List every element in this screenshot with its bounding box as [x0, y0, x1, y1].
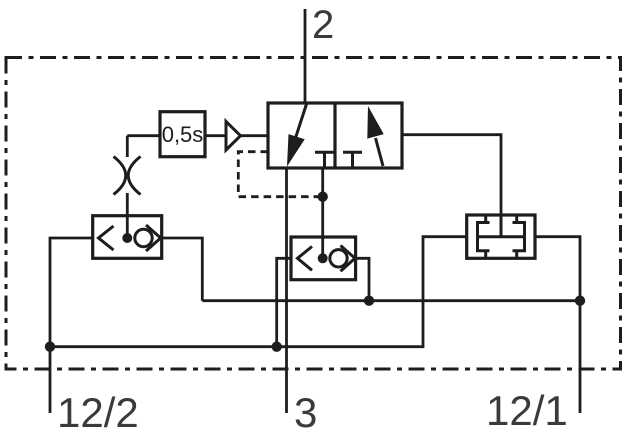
timer-outline — [158, 110, 207, 159]
port-label-3: 3 — [294, 389, 317, 436]
air-gap-nozzle-icon — [112, 155, 142, 196]
shuttle-valve-left — [91, 214, 164, 260]
air-gap-right-arc — [126, 155, 142, 196]
shuttle-left-ball — [133, 227, 154, 249]
port-label-2: 2 — [312, 3, 334, 47]
and-valve-internals — [476, 215, 526, 259]
line-mid-shuttle-left-down — [275, 256, 291, 347]
valve-3-2-double-cell — [266, 101, 404, 170]
shuttle-middle-seat-left — [295, 245, 313, 272]
valve-right-arrow-shaft — [374, 137, 385, 167]
valve-right-blocked-port-icon — [343, 150, 362, 168]
line-shuttle-right-down — [161, 236, 204, 301]
timer-value: 0,5s — [162, 122, 204, 147]
connection-lines — [48, 9, 582, 413]
valve-left-arrow-shaft — [293, 103, 308, 142]
shuttle-left-seat-left — [96, 224, 115, 252]
shuttle-left-junction-dot — [122, 233, 133, 243]
bus-line-lower — [50, 235, 467, 349]
line-mid-shuttle-right-down — [355, 256, 371, 301]
line-valve-to-and-valve — [402, 133, 503, 237]
junction-dots — [44, 191, 586, 352]
junction-dot — [317, 191, 328, 202]
shuttle-left-seat-right — [145, 223, 163, 253]
port-label-12-2: 12/2 — [57, 389, 139, 436]
shuttle-valve-middle — [289, 235, 358, 282]
shuttle-middle-junction-dot — [317, 253, 328, 264]
junction-dot — [271, 341, 282, 352]
shuttle-middle-ball — [328, 248, 349, 269]
amplifier-triangle-icon — [224, 117, 243, 154]
valve-left-arrowhead-icon — [287, 134, 305, 167]
timer-box: 0,5s — [158, 110, 207, 159]
pilot-dashed-line — [236, 150, 323, 199]
junction-dot — [363, 295, 375, 306]
line-shuttle-left-to-12-2 — [48, 236, 93, 413]
port-label-12-1: 12/1 — [486, 387, 568, 434]
two-pressure-valve-right — [465, 213, 537, 260]
air-gap-left-arc — [112, 155, 128, 196]
valve-left-blocked-port-icon — [315, 150, 334, 168]
junction-dot — [44, 341, 56, 352]
line-and-valve-to-12-1 — [535, 235, 582, 413]
valve-right-arrowhead-icon — [367, 106, 384, 139]
dashed-enclosure-frame — [4, 56, 622, 371]
junction-dot — [574, 295, 586, 306]
shuttle-middle-seat-right — [339, 244, 358, 273]
